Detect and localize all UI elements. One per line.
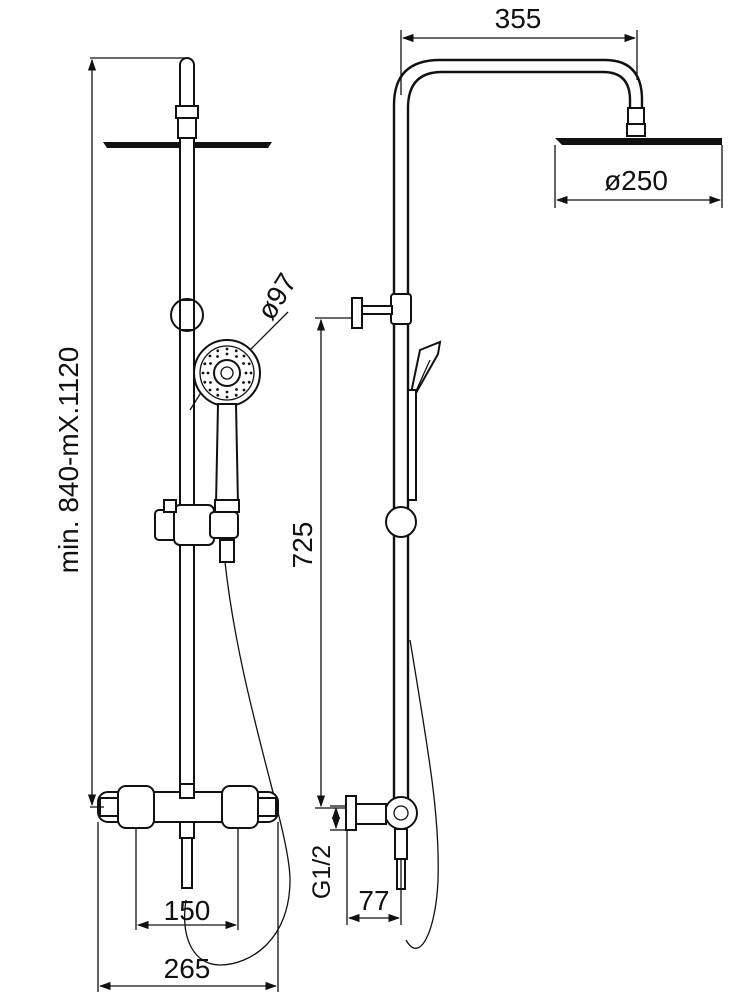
- nozzle-dot: [206, 371, 210, 375]
- nozzle-dot: [244, 371, 248, 375]
- nozzle-dot: [225, 352, 229, 356]
- front-slider-holder: [154, 499, 239, 563]
- nozzle-dot: [249, 371, 253, 375]
- nozzle-dot: [201, 371, 205, 375]
- nozzle-dot: [216, 388, 219, 391]
- nozzle-dot: [242, 362, 245, 365]
- front-head-connector: [175, 105, 199, 119]
- front-main-column: [179, 137, 195, 799]
- dim-hand-shower-diameter: ø97: [251, 268, 303, 325]
- nozzle-dot: [225, 390, 229, 394]
- dim-thread: G1/2: [308, 845, 336, 899]
- nozzle-dot: [247, 380, 251, 384]
- nozzle-dot: [216, 355, 219, 358]
- dim-inlet-spacing: 150: [164, 895, 211, 926]
- dim-head-diameter: ø250: [604, 165, 668, 196]
- front-hose: [184, 561, 291, 966]
- side-hand-shower: [407, 340, 442, 501]
- front-hand-shower: [189, 339, 261, 513]
- side-mixer: [345, 795, 418, 890]
- nozzle-dot: [208, 354, 212, 358]
- side-arm-swivel: [626, 123, 646, 137]
- dim-column-height: min. 840-mX.1120: [53, 347, 84, 574]
- side-wall-bracket: [351, 293, 412, 329]
- side-arm-outer: [392, 58, 644, 800]
- side-arm-nut: [627, 107, 645, 125]
- side-rain-head: [555, 138, 722, 145]
- nozzle-dot: [234, 349, 238, 353]
- nozzle-dot: [242, 381, 245, 384]
- nozzle-dot: [225, 347, 229, 351]
- nozzle-dot: [209, 362, 212, 365]
- dim-mixer-width: 265: [164, 953, 211, 984]
- nozzle-dot: [235, 388, 238, 391]
- nozzle-dot: [208, 388, 212, 392]
- nozzle-dot: [203, 362, 207, 366]
- nozzle-dot: [225, 395, 229, 399]
- side-holder-ring: [385, 506, 417, 538]
- side-arm-inner: [406, 70, 632, 800]
- front-thermostatic-mixer: [97, 783, 279, 889]
- nozzle-dot: [242, 388, 246, 392]
- side-hose: [405, 639, 439, 949]
- front-swivel: [177, 117, 197, 139]
- dim-arm-reach: 355: [495, 3, 542, 34]
- nozzle-dot: [247, 362, 251, 366]
- dim-line-97: [250, 311, 289, 350]
- nozzle-dot: [234, 393, 238, 397]
- front-view: min. 840-mX.1120 150 265 ø97: [53, 57, 303, 992]
- side-view: 355 ø250 725 G1/2 77: [287, 3, 723, 949]
- nozzle-dot: [216, 349, 220, 353]
- nozzle-dot: [242, 354, 246, 358]
- nozzle-dot: [209, 381, 212, 384]
- dim-wall-offset: 77: [358, 885, 389, 916]
- dim-valve-to-holder: 725: [287, 522, 318, 569]
- nozzle-dot: [203, 380, 207, 384]
- nozzle-dot: [235, 355, 238, 358]
- nozzle-dot: [216, 393, 220, 397]
- front-holder-core: [179, 299, 195, 331]
